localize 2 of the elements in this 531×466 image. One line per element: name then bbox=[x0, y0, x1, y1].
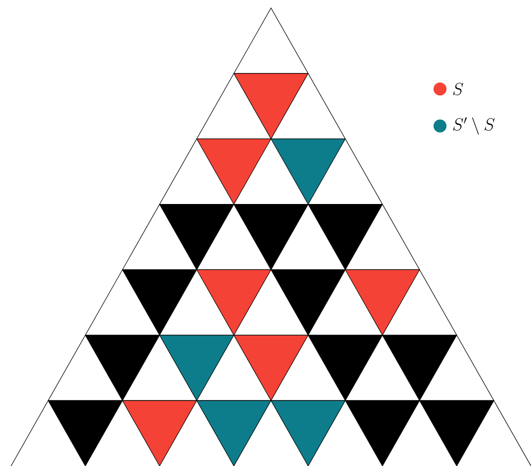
legend-label: $S' \setminus S$ bbox=[453, 117, 495, 135]
legend-label: $S$ bbox=[453, 82, 464, 96]
